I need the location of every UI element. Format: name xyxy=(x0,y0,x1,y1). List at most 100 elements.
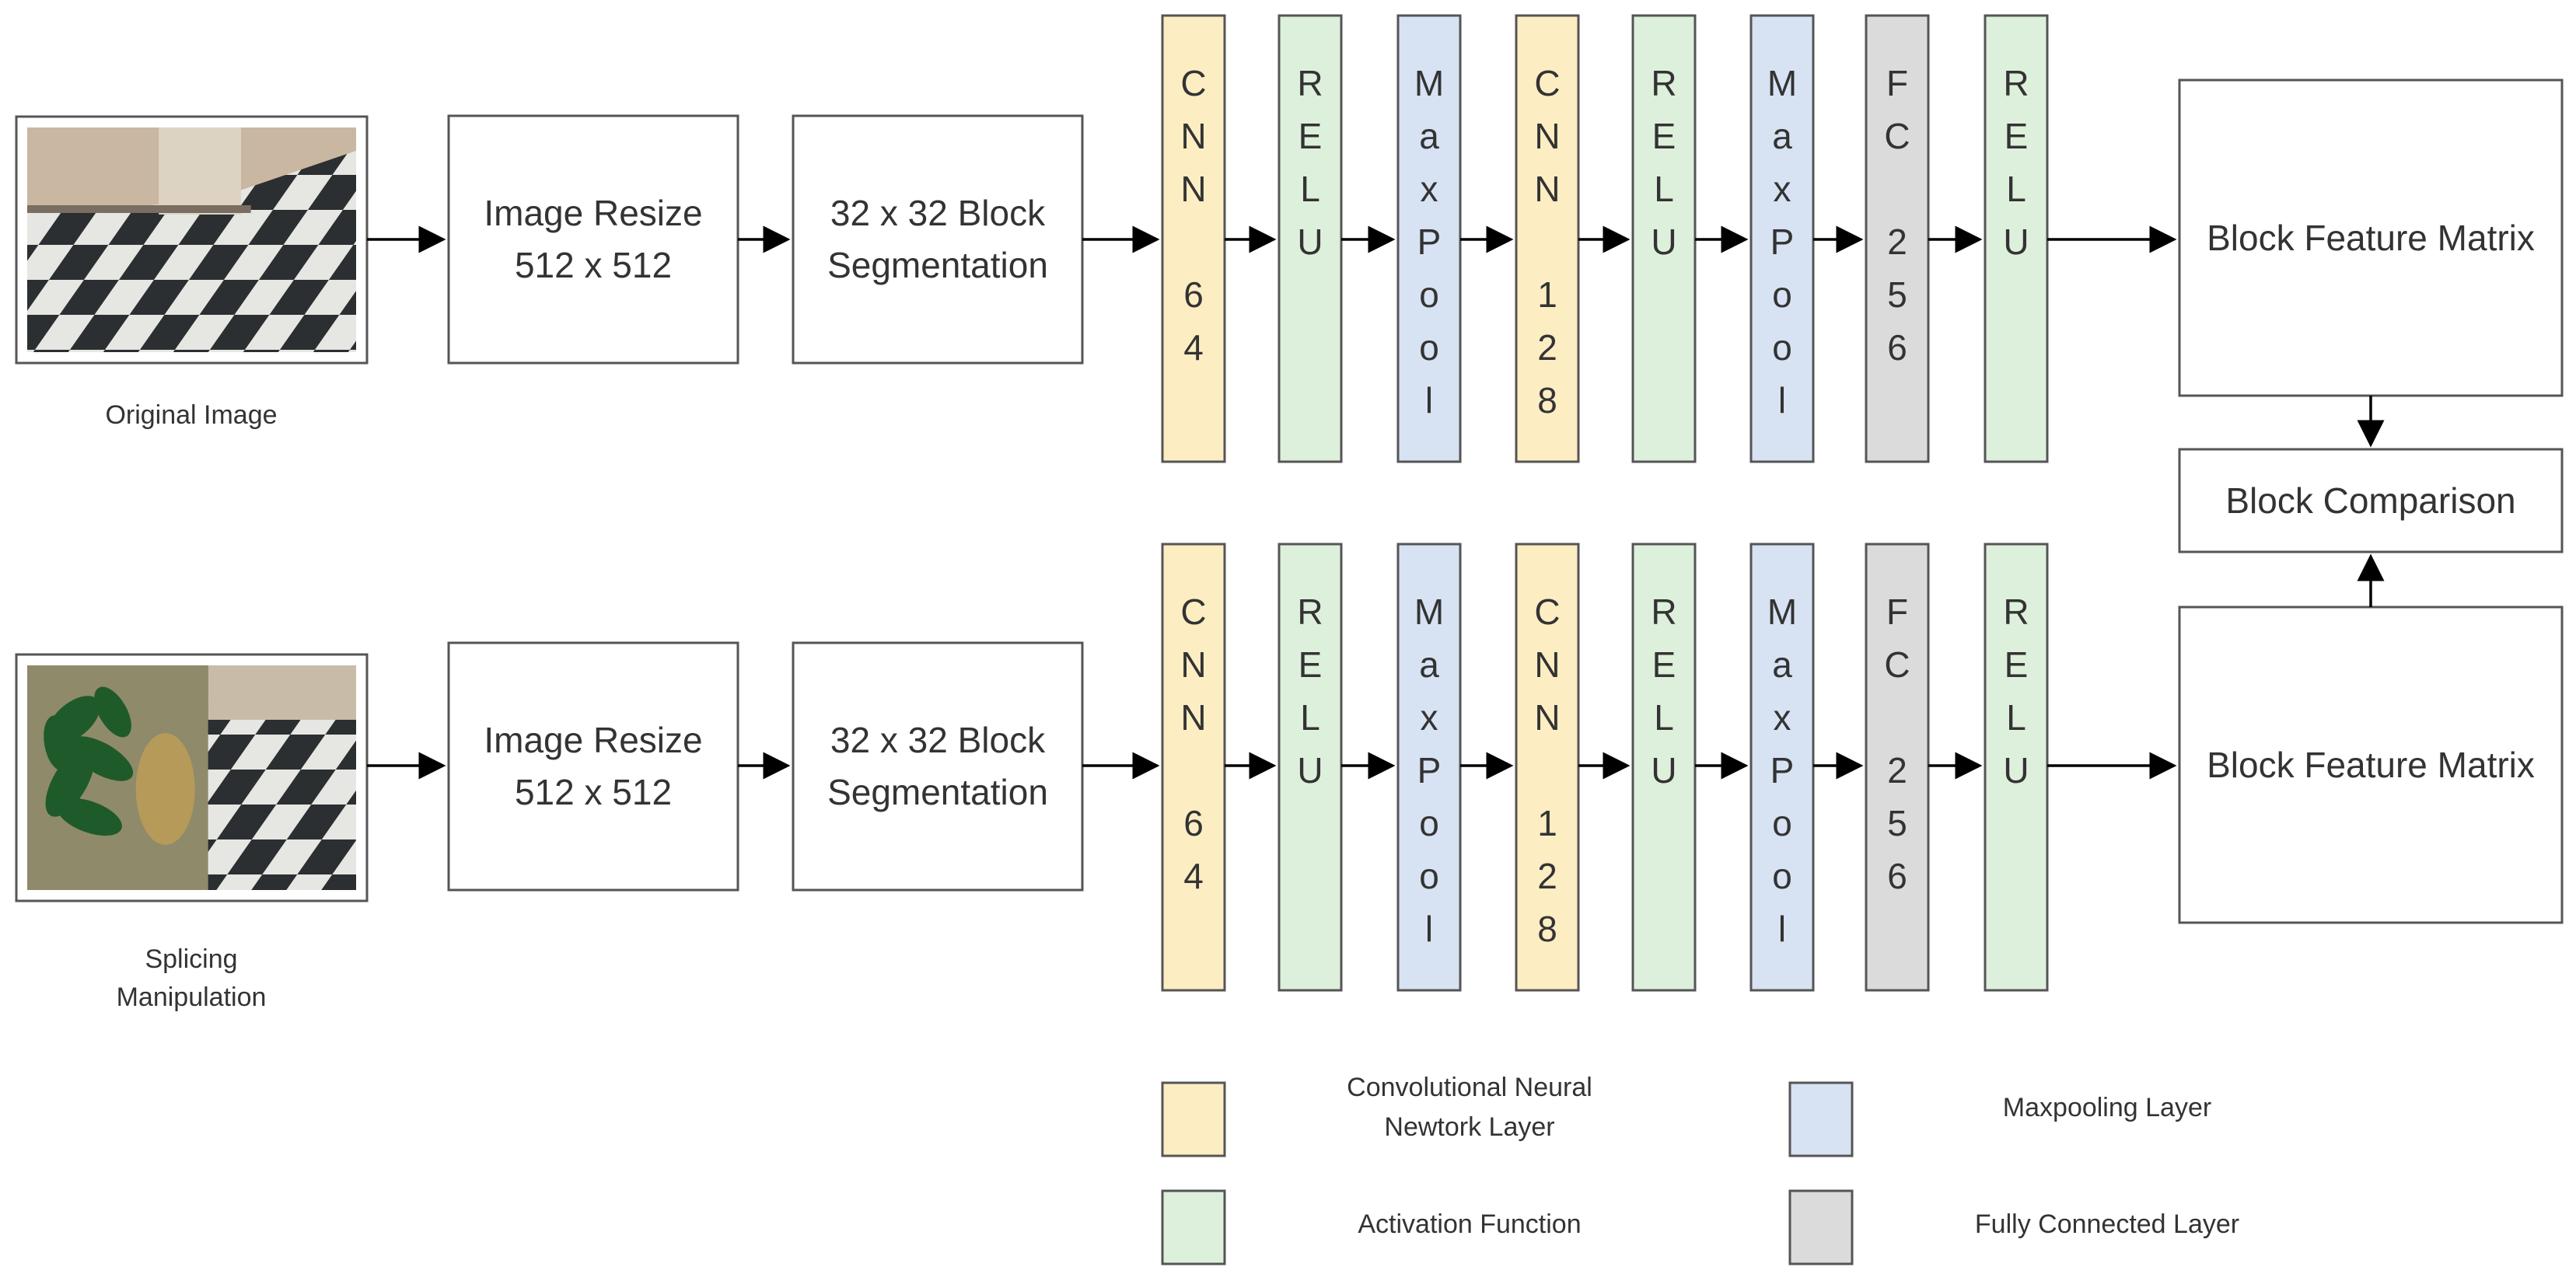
pipeline-splicing-layer-cnn-64-1-glyph xyxy=(1189,750,1199,791)
pipeline-original-resize-box-label: Image Resize 512 x 512 xyxy=(484,193,703,285)
pipeline-splicing-layer-maxpool-6-glyph: l xyxy=(1778,909,1786,949)
pipeline-splicing-image-leaf xyxy=(57,798,122,836)
pipeline-splicing-layer-cnn-64-1-frame xyxy=(1161,543,1226,992)
legend-item-activation-label: Activation Function xyxy=(1358,1209,1582,1239)
pipeline-splicing-layer-relu-5-glyph: L xyxy=(1654,697,1674,738)
pipeline-original-segment-box xyxy=(792,114,1084,365)
pipeline-original-layer-fc-256-7-glyph: C xyxy=(1884,116,1910,156)
pipeline-splicing-layer-relu-5-glyph: R xyxy=(1651,592,1676,632)
pipeline-splicing-feature-box-label: Block Feature Matrix xyxy=(2207,744,2535,785)
pipeline-original-layer-fc-256-7-glyph: 6 xyxy=(1887,327,1907,368)
pipeline-original-layer-maxpool-3-glyph: a xyxy=(1419,116,1439,156)
pipeline-original-layer-maxpool-3-glyph: l xyxy=(1425,380,1433,421)
pipeline-splicing-feature-box-text-container: Block Feature Matrix xyxy=(2207,744,2535,785)
pipeline-splicing-layer-relu-8-glyph: E xyxy=(2005,644,2029,685)
pipeline-original-layer-maxpool-6-glyph: M xyxy=(1767,63,1797,103)
pipeline-splicing-layer-maxpool-3-glyph: M xyxy=(1414,592,1444,632)
pipeline-original-layer-cnn-128-4-glyph: 8 xyxy=(1537,380,1557,421)
pipeline-splicing-layer-cnn-128-4-glyph xyxy=(1543,750,1553,791)
pipeline-original-layer-cnn-128-4-glyph: N xyxy=(1534,116,1560,156)
pipeline-original-layer-maxpool-6-glyph: l xyxy=(1778,380,1786,421)
legend-item-fc: Fully Connected Layer xyxy=(1788,1189,2239,1265)
pipeline-splicing-caption: Splicing Manipulation xyxy=(116,944,267,1013)
pipeline-original-image xyxy=(15,115,369,365)
pipeline-splicing-resize-box-label: Image Resize 512 x 512 xyxy=(484,720,703,812)
pipeline-splicing-layer-maxpool-3-frame xyxy=(1396,543,1462,992)
pipeline-original-layer-fc-256-7-glyph: 5 xyxy=(1887,274,1907,315)
pipeline-splicing-layer-fc-256-7-glyph: 5 xyxy=(1887,803,1907,843)
pipeline-splicing-layer-relu-8-glyph: U xyxy=(2003,750,2029,791)
pipeline-splicing-layer-relu-5-glyph: U xyxy=(1651,750,1676,791)
pipeline-original-layer-maxpool-6-glyph: o xyxy=(1772,274,1792,315)
pipeline-splicing-layer-cnn-128-4-glyph: 2 xyxy=(1537,856,1557,896)
pipeline-original-layer-relu-5-frame xyxy=(1631,14,1697,463)
pipeline-splicing-layer-maxpool-3-glyph: o xyxy=(1419,803,1439,843)
pipeline-original-layer-relu-8-glyph: L xyxy=(2006,169,2026,209)
pipeline-splicing-segment-box-frame xyxy=(792,641,1084,892)
legend-item-cnn-text-container: Convolutional Neural Newtork Layer xyxy=(1347,1073,1592,1142)
pipeline-splicing-image xyxy=(15,653,369,902)
pipeline-splicing-caption-container: Splicing Manipulation xyxy=(116,944,267,1013)
pipeline-splicing-feature-box xyxy=(2178,606,2564,924)
pipeline-original-segment-box-text-container: 32 x 32 Block Segmentation xyxy=(827,193,1048,285)
pipeline-original-layer-relu-5-glyph: L xyxy=(1654,169,1674,209)
legend-item-maxpool-swatch xyxy=(1788,1081,1854,1157)
pipeline-original-layer-maxpool-6-glyph: o xyxy=(1772,327,1792,368)
pipeline-original-layer-cnn-128-4-glyph: C xyxy=(1534,63,1560,103)
pipeline-original-layer-cnn-128-4-glyph: 2 xyxy=(1537,327,1557,368)
pipeline-splicing-layer-fc-256-7-glyph xyxy=(1893,697,1903,738)
pipeline-splicing-layer-fc-256-7-frame xyxy=(1865,543,1930,992)
pipeline-splicing-layer-maxpool-6-frame xyxy=(1749,543,1815,992)
pipeline-original-layer-cnn-128-4-frame xyxy=(1515,14,1580,463)
legend-item-activation-text-container: Activation Function xyxy=(1358,1209,1582,1239)
pipeline-original-layer-maxpool-3-glyph: o xyxy=(1419,274,1439,315)
legend-item-cnn: Convolutional Neural Newtork Layer xyxy=(1161,1073,1592,1157)
legend-item-activation-swatch xyxy=(1161,1189,1226,1265)
pipeline-original-layer-fc-256-7-frame xyxy=(1865,14,1930,463)
pipeline-original-layer-relu-8-glyph: E xyxy=(2005,116,2029,156)
pipeline-splicing-layer-cnn-128-4-glyph: N xyxy=(1534,644,1560,685)
pipeline-original-layer-cnn-64-1-glyph: C xyxy=(1180,63,1206,103)
pipeline-original-layer-maxpool-3-glyph: x xyxy=(1421,169,1438,209)
pipeline-original-layer-maxpool-3-glyph: o xyxy=(1419,327,1439,368)
pipeline-original-layer-maxpool-6-glyph: x xyxy=(1774,169,1791,209)
block-comparison-box xyxy=(2178,448,2564,553)
pipeline-original-resize-box-text-container: Image Resize 512 x 512 xyxy=(484,193,703,285)
pipeline-original-image-baseboard xyxy=(27,205,251,213)
legend-item-cnn-swatch xyxy=(1161,1081,1226,1157)
pipeline-original-layer-maxpool-3-frame xyxy=(1396,14,1462,463)
pipeline-splicing-layer-fc-256-7-glyph: 2 xyxy=(1887,750,1907,791)
pipeline-splicing-layer-cnn-128-4-frame xyxy=(1515,543,1580,992)
pipeline-splicing-layer-maxpool-3-glyph: x xyxy=(1421,697,1438,738)
pipeline-original-layer-fc-256-7-glyph: 2 xyxy=(1887,222,1907,262)
pipeline-original-layer-fc-256-7-glyph xyxy=(1893,169,1903,209)
pipeline-splicing-image-leaf xyxy=(44,715,73,771)
pipeline-splicing-layer-fc-256-7-glyph: 6 xyxy=(1887,856,1907,896)
pipeline-splicing-layer-maxpool-3-glyph: a xyxy=(1419,644,1439,685)
pipeline-original-layer-relu-5-glyph: R xyxy=(1651,63,1676,103)
pipeline-splicing-layer-maxpool-6-glyph: o xyxy=(1772,803,1792,843)
pipeline-original-feature-box-text-container: Block Feature Matrix xyxy=(2207,218,2535,258)
pipeline-splicing-layer-cnn-64-1-glyph: N xyxy=(1180,697,1206,738)
pipeline-splicing-layer-maxpool-3-glyph: o xyxy=(1419,856,1439,896)
pipeline-original-layer-cnn-64-1-glyph xyxy=(1189,222,1199,262)
pipeline-original-layer-relu-2-glyph: U xyxy=(1297,222,1323,262)
pipeline-original-feature-box-frame xyxy=(2178,79,2564,397)
pipeline-splicing-segment-box xyxy=(792,641,1084,892)
pipeline-original-segment-box-frame xyxy=(792,114,1084,365)
pipeline-original-layer-maxpool-6-glyph: a xyxy=(1772,116,1792,156)
pipeline-splicing-layer-maxpool-6-glyph: o xyxy=(1772,856,1792,896)
pipeline-splicing-image-basket xyxy=(135,732,195,845)
